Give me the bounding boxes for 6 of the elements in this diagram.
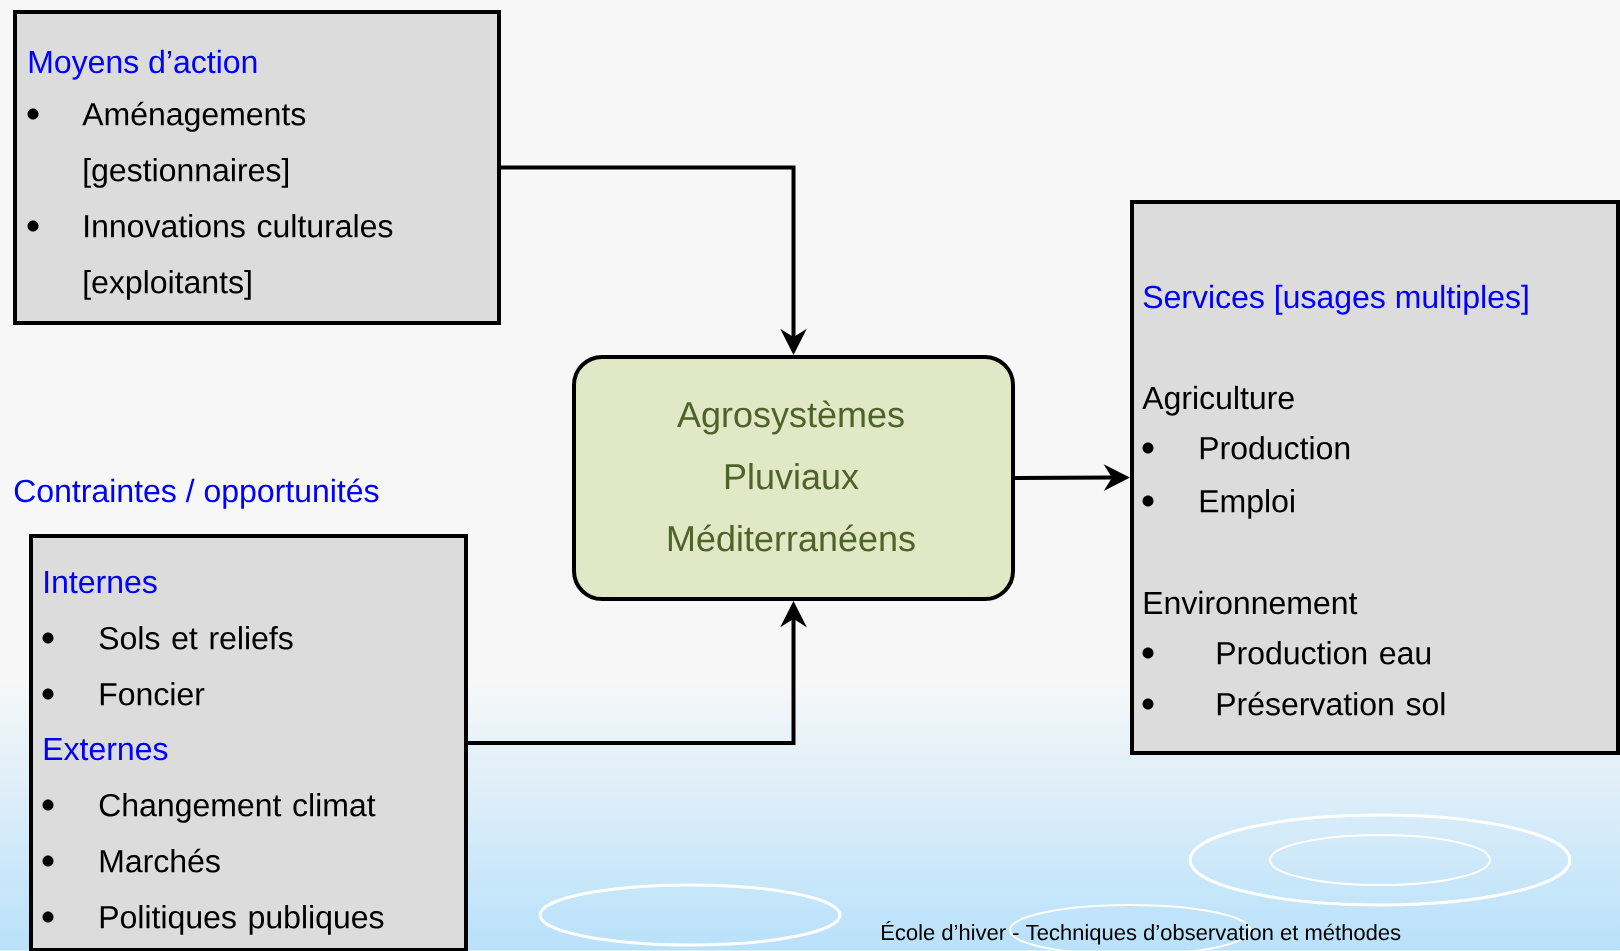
action-box: Moyens d’action Aménagements [gestionnaires] Innovations culturales [exploitants]: [13, 10, 501, 325]
node-label: Contraintes / opportunités: [14, 478, 379, 509]
constraints-box: Contraintes / opportunités Internes Sols et reliefs Foncier Externes Changement climat Marchés Politiques publiques: [14, 478, 468, 951]
system-box: Agrosystèmes Pluviaux Méditerranéens: [572, 355, 1015, 601]
footer-text: École d’hiver - Techniques d’observation et méthodes: [882, 920, 1401, 945]
services-box: Services [usages multiples] Agriculture Production Emploi Environnement Production eau Préservation sol: [1130, 200, 1620, 755]
